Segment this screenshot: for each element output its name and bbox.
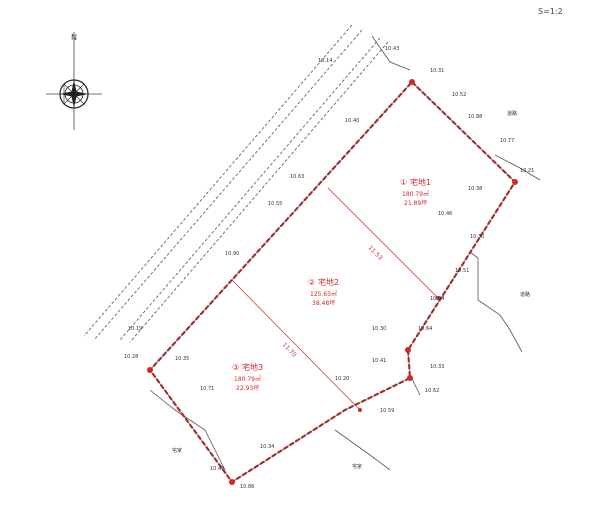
elevation-label: 10.48 xyxy=(210,466,224,472)
svg-text:21.89坪: 21.89坪 xyxy=(404,199,427,207)
road-dashed-lines xyxy=(83,24,389,343)
compass-icon xyxy=(46,32,102,130)
elevation-label: 10.28 xyxy=(124,354,138,360)
elevation-label: 10.33 xyxy=(430,364,444,370)
svg-text:③: ③ xyxy=(232,363,239,372)
elevation-label: 10.30 xyxy=(470,234,484,240)
elevation-label: 10.46 xyxy=(438,211,452,217)
svg-text:38.48坪: 38.48坪 xyxy=(312,299,335,307)
elevation-label: 10.43 xyxy=(385,46,399,52)
parcel-2-label: ② 宅地2 125.63㎡ 38.48坪 xyxy=(308,277,339,307)
elevation-label: 10.40 xyxy=(345,118,359,124)
dimension-label: 11.53 xyxy=(367,244,384,261)
svg-text:22.93坪: 22.93坪 xyxy=(236,384,259,392)
elevation-label: 10.90 xyxy=(225,251,239,257)
svg-text:宅地3: 宅地3 xyxy=(242,362,263,372)
elevation-label: 10.34 xyxy=(260,444,274,450)
svg-text:①: ① xyxy=(400,178,407,187)
elevation-label: 10.14 xyxy=(318,58,332,64)
elevation-label: 10.86 xyxy=(240,484,254,490)
parcel-1-label: ① 宅地1 180.79㎡ 21.89坪 xyxy=(400,177,431,207)
north-label: N xyxy=(71,33,77,42)
elevation-labels: 10.14 10.43 10.31 10.52 10.88 10.77 10.21 10.38… xyxy=(124,46,534,490)
elevation-label: 10.77 xyxy=(500,138,514,144)
corner-markers xyxy=(147,79,518,485)
elevation-label: 10.71 xyxy=(200,386,214,392)
elevation-label: 10.35 xyxy=(175,356,189,362)
neighbor-label: 道路 xyxy=(520,291,530,298)
elevation-label: 10.64 xyxy=(418,326,432,332)
elevation-label: 10.94 xyxy=(430,296,444,302)
elevation-label: 10.88 xyxy=(468,114,482,120)
elevation-label: 10.62 xyxy=(425,388,439,394)
elevation-label: 10.21 xyxy=(520,168,534,174)
elevation-label: 10.41 xyxy=(372,358,386,364)
svg-text:②: ② xyxy=(308,278,315,287)
neighbor-lines xyxy=(149,35,541,471)
elevation-label: 10.63 xyxy=(290,174,304,180)
neighbor-label: 宅家 xyxy=(172,447,182,454)
neighbor-label: 道路 xyxy=(507,110,517,117)
elevation-label: 10.55 xyxy=(268,201,282,207)
parcel-division-lines xyxy=(231,187,439,411)
svg-text:125.63㎡: 125.63㎡ xyxy=(310,290,337,298)
elevation-label: 10.51 xyxy=(455,268,469,274)
svg-text:180.79㎡: 180.79㎡ xyxy=(234,375,261,383)
parcel-3-label: ③ 宅地3 180.79㎡ 22.93坪 xyxy=(232,362,263,392)
neighbor-label: 宅家 xyxy=(352,463,362,470)
svg-text:宅地1: 宅地1 xyxy=(410,177,431,187)
svg-text:180.79㎡: 180.79㎡ xyxy=(402,190,429,198)
elevation-label: 10.52 xyxy=(452,92,466,98)
elevation-label: 10.20 xyxy=(335,376,349,382)
elevation-label: 10.30 xyxy=(372,326,386,332)
elevation-label: 10.59 xyxy=(380,408,394,414)
scale-label: S=1:2 xyxy=(538,7,563,16)
elevation-label: 10.19 xyxy=(128,326,142,332)
svg-text:宅地2: 宅地2 xyxy=(318,277,339,287)
elevation-label: 10.38 xyxy=(468,186,482,192)
elevation-label: 10.31 xyxy=(430,68,444,74)
